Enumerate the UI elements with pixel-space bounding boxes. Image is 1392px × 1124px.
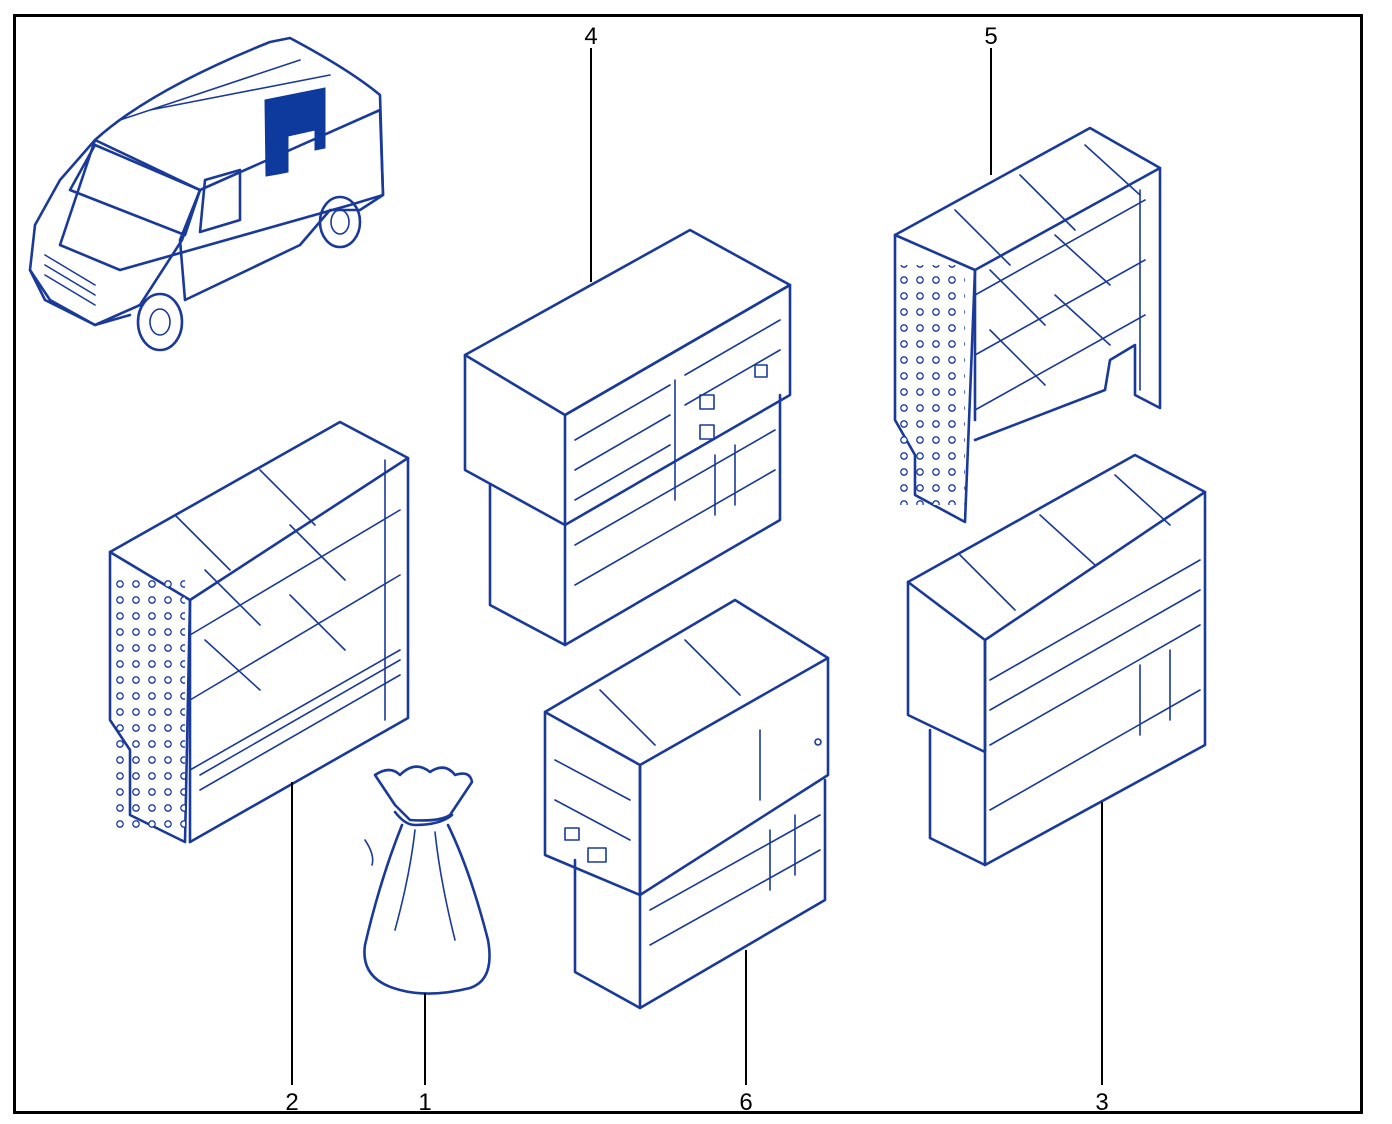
van-front-wheel: [136, 292, 184, 352]
rear-side-panel-highlight: [264, 87, 326, 177]
leader-lines: [291, 48, 1103, 1085]
cabinet-unit-with-drawers-icon: [463, 228, 792, 647]
tall-shelving-unit-icon: [893, 126, 1162, 524]
compact-cabinet-unit-icon: [543, 598, 830, 1010]
fabric-storage-bag-icon: [363, 765, 491, 995]
callout-1: 1: [418, 1089, 431, 1116]
van-side-window: [198, 168, 242, 234]
shelving-unit-with-drawers-icon: [906, 453, 1207, 867]
callout-labels: 4 5 2 1 6 3: [285, 23, 1108, 1116]
callout-5: 5: [984, 23, 997, 50]
van-side-body: [178, 108, 385, 302]
van-roof-lines: [119, 59, 331, 121]
van-front-hub: [149, 308, 171, 336]
van-bumper: [28, 268, 132, 327]
panel-van-icon: [28, 36, 385, 352]
callout-2: 2: [285, 1089, 298, 1116]
van-rear-hub: [330, 209, 350, 235]
callout-6: 6: [739, 1089, 752, 1116]
van-front: [28, 138, 202, 327]
callout-4: 4: [584, 23, 597, 50]
callout-3: 3: [1095, 1089, 1108, 1116]
van-roof: [58, 36, 385, 272]
perforated-shelving-unit-icon: [108, 420, 410, 844]
van-grille: [44, 254, 96, 306]
van-windshield: [68, 143, 202, 237]
diagram-frame: [13, 14, 1363, 1114]
van-rear-wheel: [318, 195, 362, 249]
